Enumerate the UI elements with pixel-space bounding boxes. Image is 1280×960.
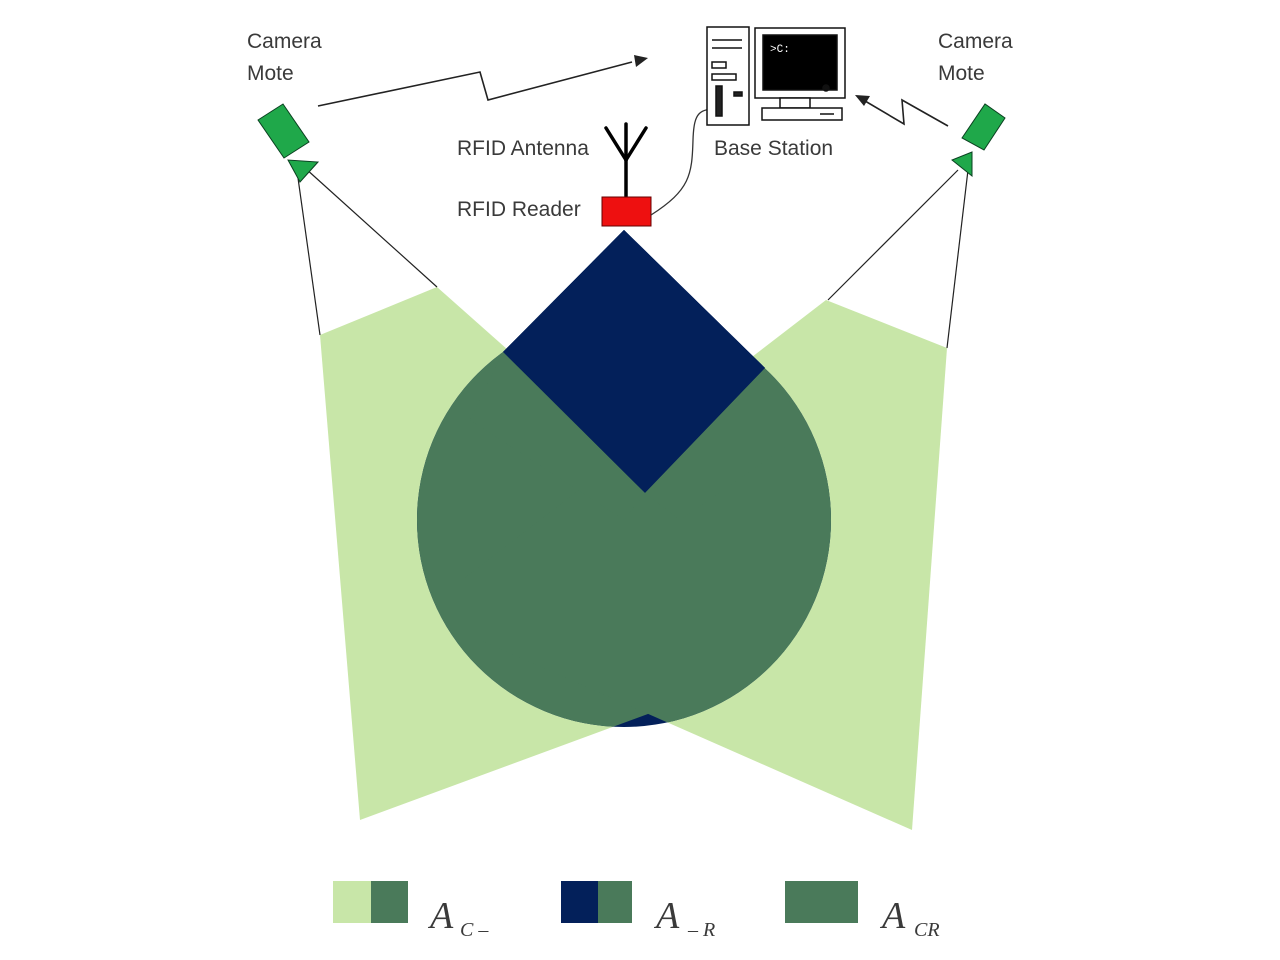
- base-station-computer-icon: [706, 26, 846, 126]
- right-camera-mote-icon: [951, 103, 1006, 178]
- right-camera-label-line2: Mote: [938, 62, 985, 85]
- left-camera-mote-icon: [257, 103, 320, 183]
- legend-subscript-2: – R: [687, 919, 715, 941]
- reader-cable: [650, 107, 721, 216]
- diamond-overlap-left: [470, 352, 645, 520]
- left-camera-label-line2: Mote: [247, 62, 294, 85]
- rfid-antenna-icon: [604, 122, 648, 198]
- diamond-overlap-right: [645, 368, 810, 520]
- diamond-top: [503, 230, 765, 493]
- left-wireless-arrowhead: [634, 55, 648, 67]
- right-wireless-arrowhead: [855, 95, 870, 106]
- legend: A C – A – R A CR: [333, 881, 940, 941]
- camera-fov-lines: [297, 167, 969, 349]
- wireless-links: [317, 55, 949, 127]
- left-wireless-link: [317, 61, 633, 107]
- rfid-reader-label: RFID Reader: [457, 198, 581, 221]
- legend-item-rfid-only: A – R: [561, 881, 715, 941]
- right-wireless-link: [859, 97, 949, 127]
- legend-symbol-2: A: [653, 895, 680, 937]
- legend-subscript-1: C –: [460, 919, 489, 941]
- rfid-reader-icon: [601, 196, 652, 227]
- legend-symbol-3: A: [879, 895, 906, 937]
- left-camera-label-line1: Camera: [247, 30, 322, 53]
- screen-prompt-icon: >C:: [770, 44, 790, 56]
- legend-item-both: A CR: [785, 881, 940, 941]
- base-station-label: Base Station: [714, 137, 833, 160]
- legend-item-camera-only: A C –: [333, 881, 489, 941]
- rfid-antenna-label: RFID Antenna: [457, 137, 589, 160]
- right-camera-label-line1: Camera: [938, 30, 1013, 53]
- legend-symbol-1: A: [427, 895, 454, 937]
- legend-subscript-3: CR: [914, 919, 940, 941]
